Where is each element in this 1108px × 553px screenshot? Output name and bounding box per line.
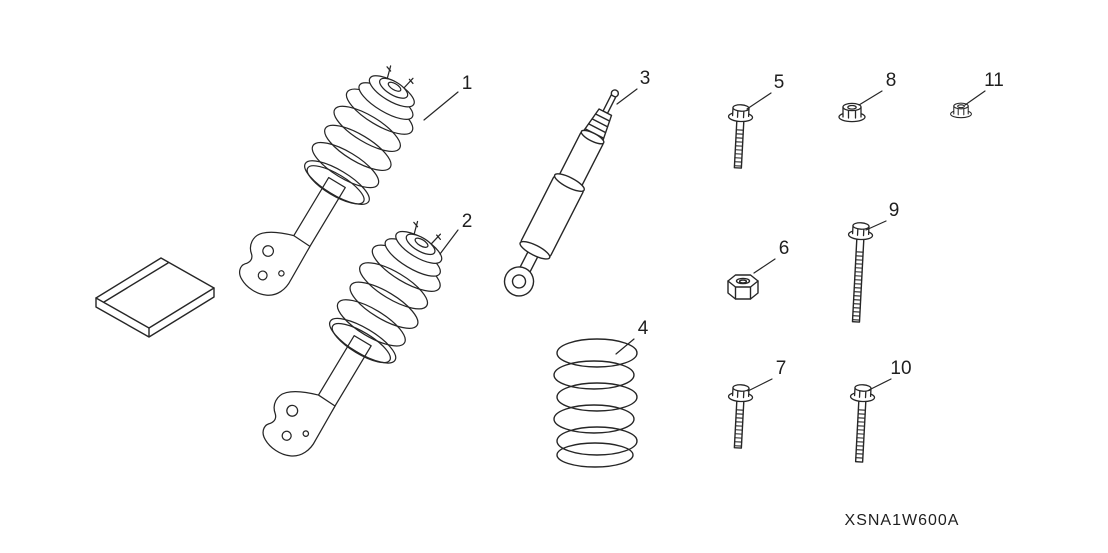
leader-line [858, 90, 883, 106]
flange-bolt-7 [727, 383, 754, 449]
callout-2: 2 [439, 211, 473, 255]
callout-number: 5 [774, 72, 785, 93]
bolt-threads [733, 409, 744, 447]
callout-number: 6 [779, 238, 790, 259]
flange-bolt-10 [849, 383, 876, 463]
spring-coil [556, 382, 638, 412]
flange-nut-8 [838, 102, 866, 123]
leader-line [423, 91, 459, 121]
callout-number: 7 [776, 358, 787, 379]
callout-number: 8 [886, 70, 897, 91]
shock-drawing [497, 82, 632, 303]
callout-11: 11 [964, 70, 1004, 106]
shock-absorber [497, 82, 632, 303]
spring-coil [556, 426, 638, 456]
leader-line [439, 229, 459, 255]
coil-spring [553, 338, 638, 468]
bolt-head [849, 383, 876, 403]
bolt-shaft [733, 399, 745, 449]
callout-4: 4 [615, 318, 649, 355]
callout-number: 2 [462, 211, 473, 232]
instruction-booklet [95, 257, 215, 338]
leader-line [747, 378, 773, 392]
callout-6: 6 [753, 238, 790, 274]
bolt-threads [855, 409, 866, 459]
leader-line [753, 258, 776, 274]
leader-line [865, 220, 887, 231]
bolt-threads [852, 251, 864, 321]
booklet-pages-edge [95, 287, 215, 338]
leader-line [746, 92, 772, 110]
bolt-head [727, 383, 754, 403]
callout-number: 11 [984, 70, 1004, 91]
flange-bolt-5 [727, 103, 754, 169]
spring-coil [556, 338, 638, 368]
callout-10: 10 [868, 358, 912, 391]
bolt-shaft [854, 399, 867, 463]
flange-nut-11 [950, 102, 972, 119]
strut-assembly-1 [229, 49, 437, 320]
leader-line [868, 378, 892, 391]
callout-7: 7 [747, 358, 787, 392]
spring-coil [553, 404, 635, 434]
spring-coil [556, 442, 634, 468]
flange-nut-drawing [838, 102, 866, 123]
bolt-threads [733, 129, 744, 167]
leader-line [964, 90, 986, 106]
hex-nut-6 [727, 274, 759, 300]
callout-number: 9 [889, 200, 900, 221]
callout-3: 3 [616, 68, 651, 105]
leader-line [615, 338, 635, 355]
nut-hole-inner [738, 279, 748, 284]
diagram-code: XSNA1W600A [845, 512, 960, 529]
spring-coil [553, 360, 635, 390]
leader-line [616, 88, 638, 105]
bolt-shaft [733, 119, 745, 169]
booklet-fold-line [103, 262, 169, 303]
callout-number: 10 [890, 358, 911, 379]
callout-1: 1 [423, 73, 473, 121]
nut-edges [734, 286, 752, 300]
callout-number: 4 [638, 318, 649, 339]
callout-5: 5 [746, 72, 785, 110]
callout-9: 9 [865, 200, 900, 231]
flange-nut-drawing [950, 102, 972, 119]
bolt-head [847, 221, 874, 241]
strut-drawing [229, 49, 437, 320]
flange-bolt-9 [847, 221, 874, 323]
callout-number: 1 [462, 73, 473, 94]
callout-8: 8 [858, 70, 897, 106]
callout-number: 3 [640, 68, 651, 89]
